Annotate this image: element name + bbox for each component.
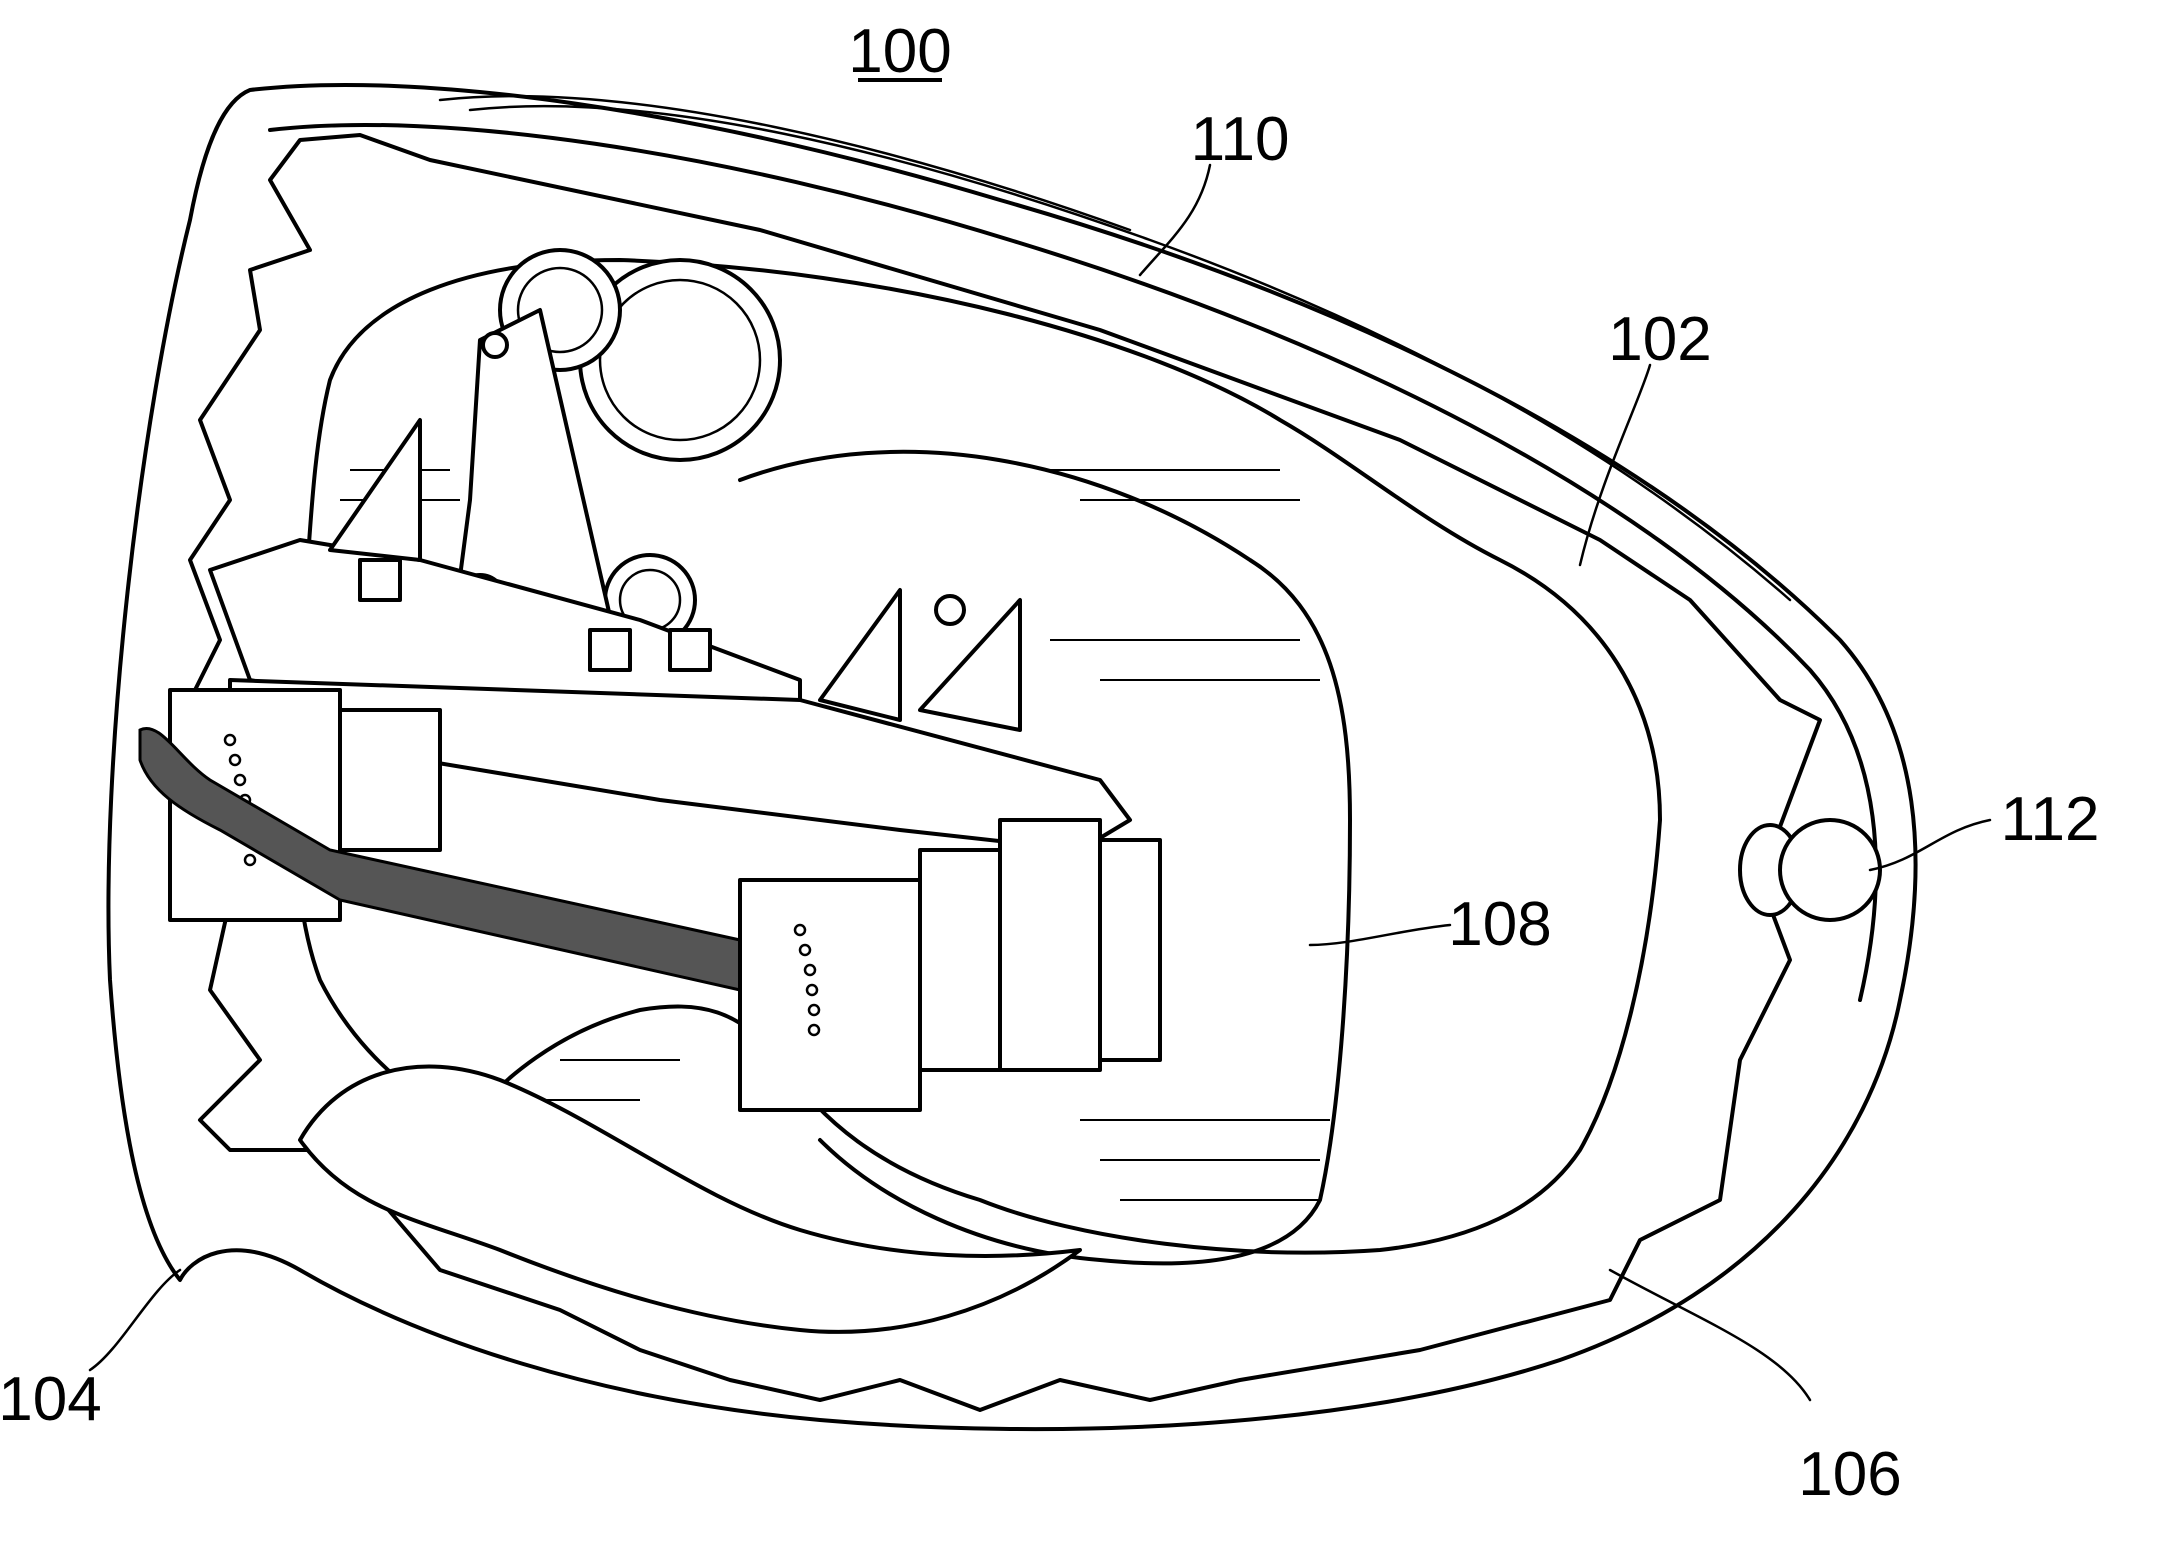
face-opening bbox=[298, 1064, 1082, 1334]
figure-number: 100 bbox=[848, 17, 951, 86]
inner-wall-hatching bbox=[340, 469, 1330, 1201]
label-102: 102 bbox=[1608, 305, 1711, 374]
right-connector-pins bbox=[793, 923, 821, 1037]
leader-lines bbox=[88, 163, 1992, 1402]
label-104: 104 bbox=[0, 1365, 102, 1434]
label-112: 112 bbox=[2001, 785, 2100, 854]
label-106: 106 bbox=[1798, 1440, 1901, 1509]
label-108: 108 bbox=[1448, 890, 1551, 959]
inner-housing bbox=[178, 133, 1822, 1412]
reference-labels: 100 110 102 112 108 104 106 bbox=[0, 17, 2099, 1509]
right-display-module bbox=[738, 818, 1162, 1112]
label-110: 110 bbox=[1191, 105, 1290, 174]
side-button bbox=[1738, 818, 1882, 922]
